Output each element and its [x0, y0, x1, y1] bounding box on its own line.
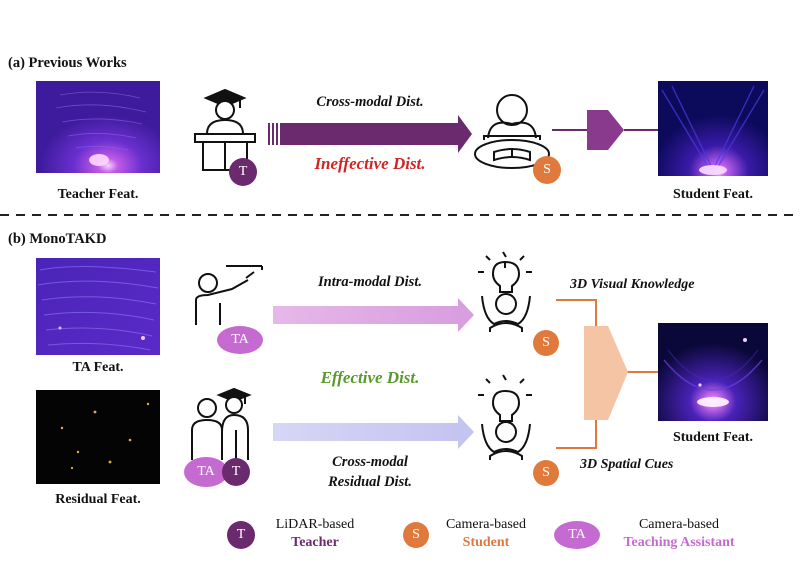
- legend-teacher-badge-label: T: [236, 527, 246, 542]
- fusion-block: [584, 326, 628, 420]
- student-feat-caption-a: Student Feat.: [672, 187, 754, 202]
- student-badge-circle-lower: [533, 460, 559, 486]
- residual-feat-caption: Residual Feat.: [55, 492, 141, 507]
- ta-feat-caption: TA Feat.: [72, 360, 124, 375]
- ta-teacher-pair-icon: [191, 387, 252, 460]
- student-badge-circle-a: [533, 156, 561, 184]
- legend-ta-badge-label: TA: [568, 527, 586, 542]
- legend-student-badge-label: S: [412, 527, 420, 542]
- legend-teacher-role: Teacher: [291, 535, 339, 550]
- pair-teacher-badge-label: T: [231, 464, 241, 479]
- legend-teacher-text: LiDAR-based Teacher: [260, 516, 370, 552]
- effective-label: Effective Dist.: [320, 368, 420, 387]
- pair-ta-badge-ellipse: [184, 457, 228, 487]
- teacher-feature-map: [36, 81, 160, 173]
- ineffective-label: Ineffective Dist.: [314, 154, 426, 173]
- student-badge-circle-upper: [533, 330, 559, 356]
- student-output-connector-a: [552, 110, 658, 150]
- legend-ta-line1: Camera-based: [638, 517, 720, 532]
- student-icon-upper: [478, 251, 532, 332]
- student-feature-map-a: [658, 81, 768, 176]
- intra-modal-arrow: [273, 298, 474, 332]
- ta-feature-map: [36, 258, 160, 355]
- legend-ta-badge: [554, 521, 600, 549]
- ta-badge-label: TA: [231, 332, 249, 347]
- legend-student-badge: [403, 522, 429, 548]
- legend-ta-role: Teaching Assistant: [623, 535, 735, 550]
- cross-modal-label: Cross-modal Dist.: [316, 94, 424, 110]
- student-feature-map-b: [658, 323, 768, 421]
- teacher-feat-caption: Teacher Feat.: [57, 187, 139, 202]
- legend-student-role: Student: [462, 535, 510, 550]
- visual-knowledge-label: 3D Visual Knowledge: [570, 277, 695, 292]
- student-badge-label-upper: S: [542, 335, 550, 350]
- intra-modal-label: Intra-modal Dist.: [318, 274, 422, 290]
- ta-badge-ellipse: [217, 326, 263, 354]
- teacher-icon: [194, 88, 256, 171]
- residual-feature-map: [36, 390, 160, 484]
- legend-ta-text: Camera-based Teaching Assistant: [604, 516, 754, 552]
- cross-modal-residual-arrow: [273, 415, 474, 449]
- student-icon-lower: [478, 374, 532, 460]
- spatial-cues-label: 3D Spatial Cues: [580, 457, 674, 472]
- legend-student-text: Camera-based Student: [428, 516, 544, 552]
- legend-teacher-line1: LiDAR-based: [275, 517, 355, 532]
- student-reading-icon: [474, 94, 550, 169]
- cross-modal-arrow-a: [268, 115, 472, 153]
- pair-teacher-badge-circle: [222, 458, 250, 486]
- teaching-assistant-icon: [195, 265, 263, 325]
- cross-residual-label-line2: Residual Dist.: [328, 474, 412, 490]
- legend-student-line1: Camera-based: [445, 517, 527, 532]
- section-a-title: (a) Previous Works: [8, 55, 127, 71]
- student-badge-label-lower: S: [542, 465, 550, 480]
- legend-teacher-badge: [227, 521, 255, 549]
- cross-residual-label-line1: Cross-modal: [332, 454, 408, 470]
- teacher-badge-label: T: [238, 164, 248, 179]
- teacher-badge-circle: [229, 158, 257, 186]
- section-b-title: (b) MonoTAKD: [8, 231, 107, 247]
- student-feat-caption-b: Student Feat.: [672, 430, 754, 445]
- pair-ta-badge-label: TA: [197, 464, 215, 479]
- student-badge-label-a: S: [543, 162, 551, 177]
